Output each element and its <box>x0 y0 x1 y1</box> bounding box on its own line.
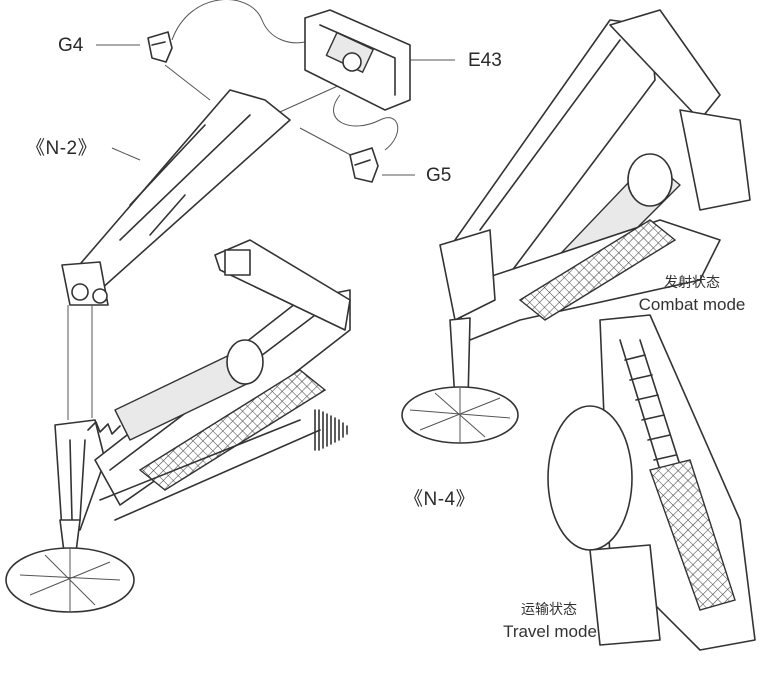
travel-mode-en: Travel mode <box>503 622 597 641</box>
part-label-e43: E43 <box>468 50 502 71</box>
combat-mode-en: Combat mode <box>638 295 746 314</box>
part-label-g4: G4 <box>58 35 84 56</box>
assembled-combat-view <box>401 9 751 444</box>
part-label-g5: G5 <box>426 165 452 186</box>
ref-label-n2: 《N-2》 <box>26 138 98 159</box>
assembled-travel-view <box>547 314 756 651</box>
arm-assembly-n2 <box>5 0 455 613</box>
combat-mode-cn: 发射状态 <box>664 275 720 291</box>
transition-arrow <box>314 409 348 451</box>
ref-label-n4: 《N-4》 <box>404 489 476 510</box>
travel-mode-cn: 运输状态 <box>521 602 577 618</box>
